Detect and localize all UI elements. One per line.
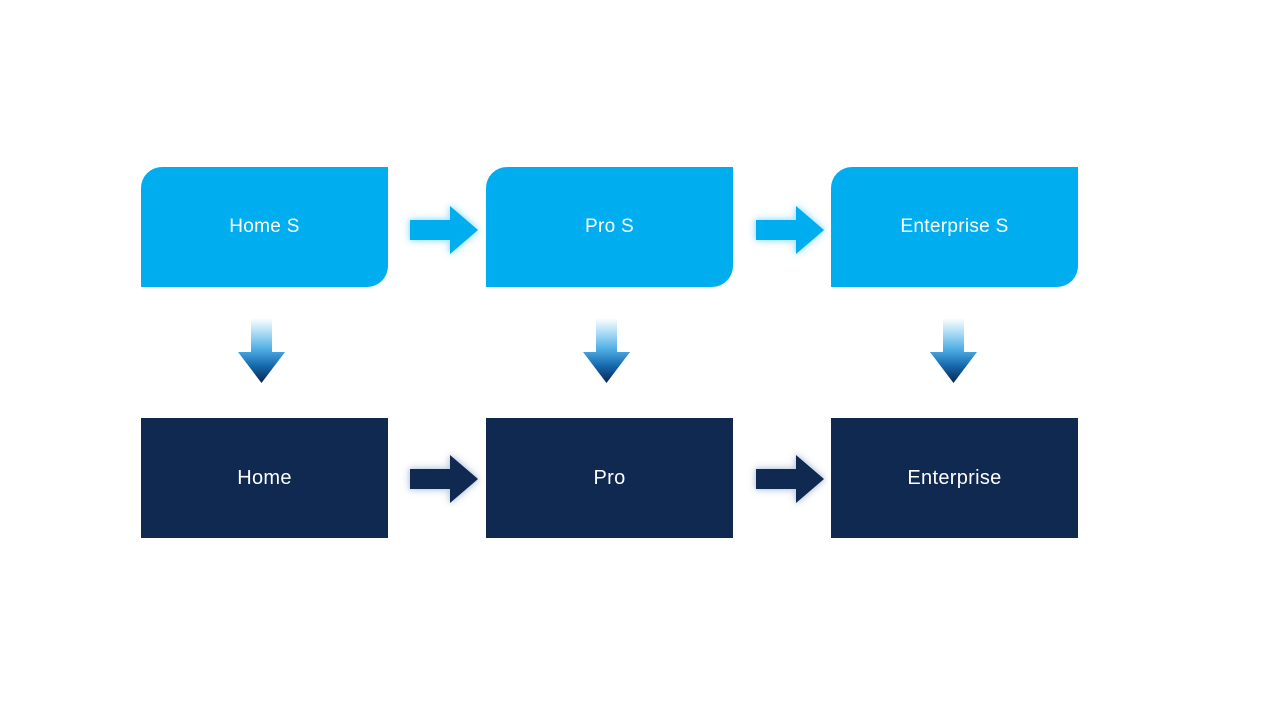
node-label: Pro S bbox=[584, 216, 635, 237]
right-arrow-icon bbox=[756, 206, 824, 254]
down-arrow-icon bbox=[583, 318, 630, 383]
node-home: Home bbox=[141, 418, 388, 538]
node-enterprise-s: Enterprise S bbox=[831, 167, 1078, 287]
down-arrow-icon bbox=[238, 318, 285, 383]
right-arrow-icon bbox=[410, 206, 478, 254]
node-label: Enterprise bbox=[907, 466, 1002, 489]
node-home-s: Home S bbox=[141, 167, 388, 287]
right-arrow-icon bbox=[756, 455, 824, 503]
node-pro: Pro bbox=[486, 418, 733, 538]
node-label: Enterprise S bbox=[900, 216, 1009, 237]
node-pro-s: Pro S bbox=[486, 167, 733, 287]
node-enterprise: Enterprise bbox=[831, 418, 1078, 538]
down-arrow-icon bbox=[930, 318, 977, 383]
node-label: Pro bbox=[593, 466, 626, 489]
node-label: Home bbox=[237, 466, 292, 489]
node-label: Home S bbox=[229, 216, 300, 237]
right-arrow-icon bbox=[410, 455, 478, 503]
